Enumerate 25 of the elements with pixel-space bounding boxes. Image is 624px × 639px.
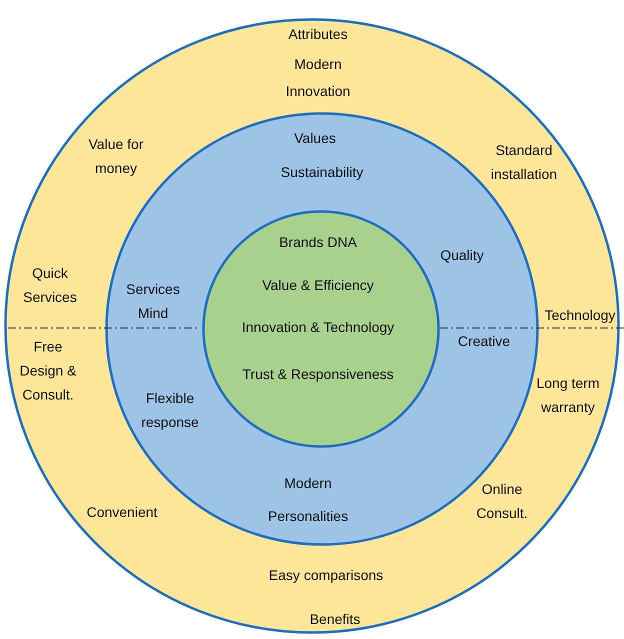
ring-label: Standard installation [490,141,558,184]
ring-label: Value for money [88,135,144,178]
ring-label: Technology [544,306,616,326]
ring-label: Online Consult. [475,480,529,523]
ring-label: Flexible response [140,389,200,432]
ring-label: Brands DNA [279,233,357,252]
ring-label: Sustainability [280,163,364,182]
ring-label: Trust & Responsiveness [242,365,394,384]
ring-label: Modern [284,474,332,494]
ring-label: Convenient [86,503,158,522]
ring-label: Services Mind [125,280,181,323]
ring-label: Creative [458,332,510,352]
ring-label: Attributes [288,25,348,44]
ring-label: Benefits [310,610,360,630]
ring-label: Modern [294,55,342,74]
ring-label: Value & Efficiency [262,276,374,296]
ring-label: Free Design & Consult. [18,337,78,404]
ring-label: Innovation [286,82,350,102]
ring-label: Personalities [268,507,348,526]
ring-label: Quality [440,246,484,266]
ring-label: Values [294,129,336,148]
ring-label: Easy comparisons [268,566,384,586]
ring-label: Long term warranty [535,374,601,417]
ring-label: Quick Services [22,264,78,307]
ring-label: Innovation & Technology [242,318,394,338]
